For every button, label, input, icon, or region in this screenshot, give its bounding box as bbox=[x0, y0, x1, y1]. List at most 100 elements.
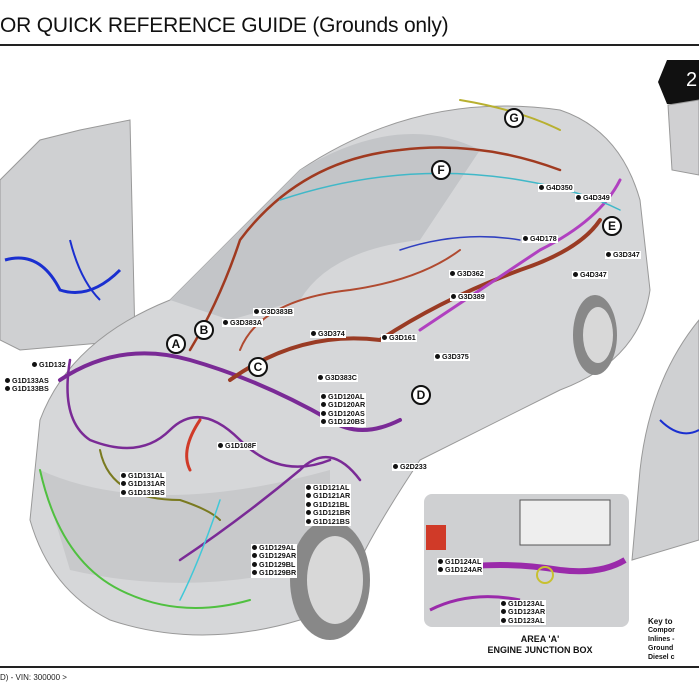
wiring-drawing-part bbox=[426, 525, 446, 550]
ground-point-id: G3D375 bbox=[434, 352, 470, 362]
page-tab[interactable]: 2 bbox=[658, 60, 699, 104]
ground-point-id: G1D120AR bbox=[320, 400, 367, 410]
area-marker-d: D bbox=[411, 385, 431, 405]
ground-label-g1d132: G1D132 bbox=[31, 360, 67, 370]
ground-label-g3d383b: G3D383B bbox=[253, 307, 294, 317]
ground-point-id: G1D133BS bbox=[4, 384, 50, 394]
windscreen bbox=[170, 134, 480, 320]
ground-label-g2d233: G2D233 bbox=[392, 462, 428, 472]
ground-point-id: G3D383A bbox=[222, 318, 263, 328]
ground-label-g3d383a: G3D383A bbox=[222, 318, 263, 328]
ground-label-g3d375: G3D375 bbox=[434, 352, 470, 362]
ground-point-id: G1D133AS bbox=[4, 376, 50, 386]
ground-point-id: G1D129AR bbox=[251, 551, 298, 561]
ground-label-g4d178: G4D178 bbox=[522, 234, 558, 244]
wiring-drawing-part bbox=[399, 235, 521, 251]
ground-point-id: G3D362 bbox=[449, 269, 485, 279]
ground-point-id: G4D350 bbox=[538, 183, 574, 193]
ground-point-id: G1D108F bbox=[217, 441, 258, 451]
ground-label-g3d374: G3D374 bbox=[310, 329, 346, 339]
wiring-drawing-part bbox=[583, 307, 613, 363]
page-title: OR QUICK REFERENCE GUIDE (Grounds only) bbox=[0, 14, 449, 37]
wiring-drawing-part bbox=[99, 449, 221, 521]
ground-point-id: G1D120AL bbox=[320, 392, 367, 402]
ground-point-id: G1D129BL bbox=[251, 560, 298, 570]
area-marker-b: B bbox=[194, 320, 214, 340]
ground-point-id: G1D131BS bbox=[120, 488, 167, 498]
header-divider bbox=[0, 44, 699, 46]
ground-point-id: G1D121BS bbox=[305, 517, 352, 527]
ground-point-id: G1D131AR bbox=[120, 479, 167, 489]
wiring-drawing-part bbox=[69, 239, 101, 301]
ground-point-id: G1D121AL bbox=[305, 483, 352, 493]
ground-point-id: G1D124AR bbox=[437, 565, 484, 575]
ground-label-g4d347: G4D347 bbox=[572, 270, 608, 280]
ground-label-g3d362: G3D362 bbox=[449, 269, 485, 279]
ground-point-id: G3D347 bbox=[605, 250, 641, 260]
ground-point-id: G1D121BR bbox=[305, 508, 352, 518]
ground-point-id: G3D374 bbox=[310, 329, 346, 339]
ground-label-g3d347: G3D347 bbox=[605, 250, 641, 260]
ground-label-g3d389: G3D389 bbox=[450, 292, 486, 302]
wiring-drawing-part bbox=[58, 351, 402, 432]
wiring-drawing-part bbox=[418, 178, 622, 332]
door-left-illustration bbox=[0, 119, 136, 351]
ground-point-id: G1D123AR bbox=[500, 607, 547, 617]
key-legend: Key to Compor Inlines - Ground Diesel c bbox=[648, 617, 675, 662]
area-marker-a: A bbox=[166, 334, 186, 354]
wiring-drawing-part bbox=[188, 146, 562, 352]
key-title: Key to bbox=[648, 617, 673, 626]
ground-label-g4d350: G4D350 bbox=[538, 183, 574, 193]
wiring-drawing-part bbox=[659, 419, 699, 435]
ground-label-g4d349: G4D349 bbox=[575, 193, 611, 203]
wiring-drawing-part bbox=[179, 499, 221, 601]
area-marker-c: C bbox=[248, 357, 268, 377]
wiring-drawing-part bbox=[4, 256, 122, 294]
ground-point-id: G4D347 bbox=[572, 270, 608, 280]
ground-point-id: G1D121BL bbox=[305, 500, 352, 510]
ground-label-g1d108f: G1D108F bbox=[217, 441, 258, 451]
ground-point-id: G1D129AL bbox=[251, 543, 298, 553]
ground-point-id: G1D120AS bbox=[320, 409, 367, 419]
wiring-drawing-part bbox=[185, 418, 202, 472]
wiring-drawing-part bbox=[178, 455, 362, 562]
ground-point-id: G1D131AL bbox=[120, 471, 167, 481]
inset-caption-area: AREA 'A' bbox=[520, 634, 560, 644]
ground-point-id: G1D120BS bbox=[320, 417, 367, 427]
ground-point-id: G1D124AL bbox=[437, 557, 484, 567]
area-marker-f: F bbox=[431, 160, 451, 180]
area-marker-g: G bbox=[504, 108, 524, 128]
ground-label-g3d161: G3D161 bbox=[381, 333, 417, 343]
ground-point-id: G4D349 bbox=[575, 193, 611, 203]
wiring-drawing-part bbox=[667, 99, 699, 176]
wiring-drawing-part bbox=[519, 499, 611, 546]
ground-point-id: G1D132 bbox=[31, 360, 67, 370]
footer-text: D) - VIN: 300000 > bbox=[0, 673, 67, 682]
ground-point-id: G1D121AR bbox=[305, 491, 352, 501]
wiring-drawing-part bbox=[66, 358, 332, 468]
footer-divider bbox=[0, 666, 699, 668]
key-line: Ground bbox=[648, 645, 674, 652]
ground-point-id: G4D178 bbox=[522, 234, 558, 244]
ground-label-g3d383c: G3D383C bbox=[317, 373, 358, 383]
ground-point-id: G2D233 bbox=[392, 462, 428, 472]
wiring-drawing-part bbox=[228, 218, 602, 382]
ground-point-id: G3D383B bbox=[253, 307, 294, 317]
ground-point-id: G1D123AL bbox=[500, 599, 547, 609]
key-line: Diesel c bbox=[648, 654, 675, 661]
ground-point-id: G3D383C bbox=[317, 373, 358, 383]
wiring-drawing-part bbox=[536, 566, 554, 584]
ground-point-id: G3D161 bbox=[381, 333, 417, 343]
area-marker-e: E bbox=[602, 216, 622, 236]
ground-point-id: G1D123AL bbox=[500, 616, 547, 626]
wiring-drawing-part bbox=[307, 536, 363, 624]
key-line: Inlines - bbox=[648, 636, 675, 643]
